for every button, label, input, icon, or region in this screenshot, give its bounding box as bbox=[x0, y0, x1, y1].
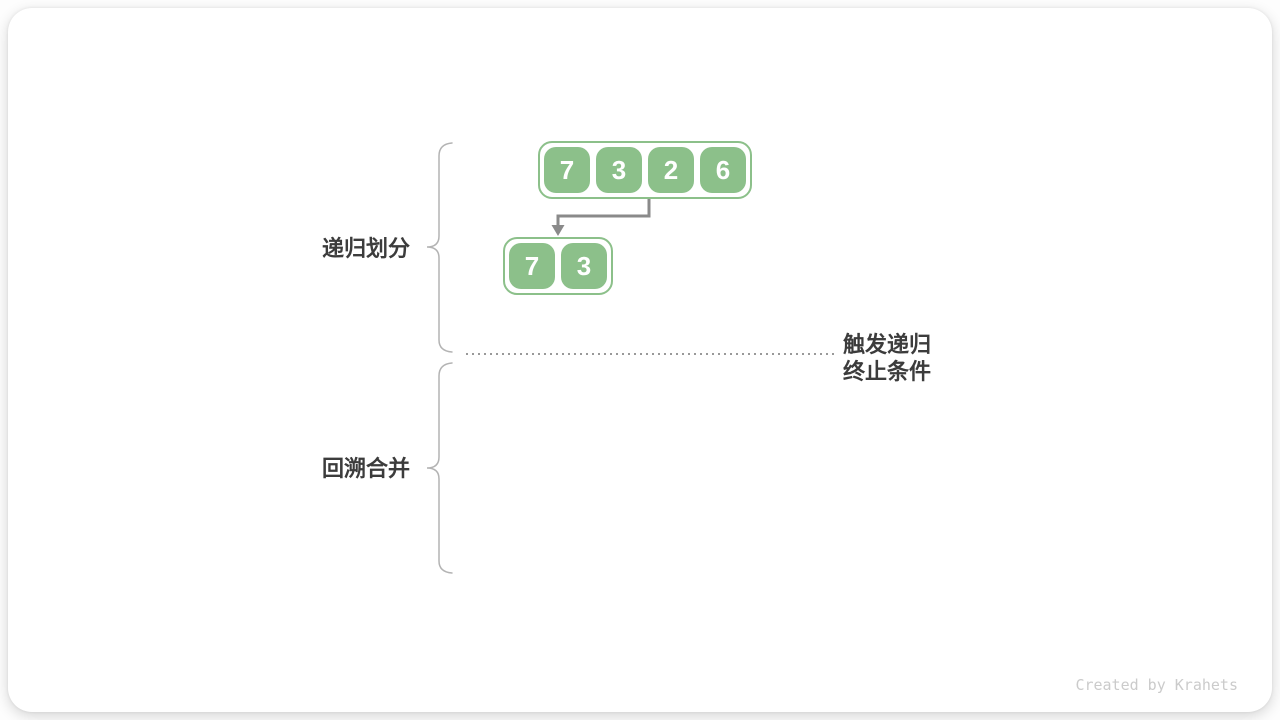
termination-boundary-line bbox=[466, 353, 834, 355]
array-cell: 3 bbox=[561, 243, 607, 289]
array-cell: 2 bbox=[648, 147, 694, 193]
array-cell: 3 bbox=[596, 147, 642, 193]
diagram-card bbox=[8, 8, 1272, 712]
phase-label-divide: 递归划分 bbox=[321, 236, 410, 261]
phase-label-merge: 回溯合并 bbox=[321, 456, 410, 481]
footer-credit: Created by Krahets bbox=[1075, 676, 1238, 694]
termination-note-line1: 触发递归 bbox=[843, 332, 932, 357]
divide-arrow-head-icon bbox=[551, 225, 565, 236]
brace-merge-phase bbox=[426, 362, 453, 574]
array-cell: 7 bbox=[509, 243, 555, 289]
array-cell: 7 bbox=[544, 147, 590, 193]
divide-arrow-line bbox=[556, 198, 651, 227]
termination-note-line2: 终止条件 bbox=[843, 359, 932, 384]
array-cell: 6 bbox=[700, 147, 746, 193]
array-level2: 7 3 bbox=[503, 237, 613, 295]
brace-divide-phase bbox=[426, 142, 453, 353]
termination-note: 触发递归 终止条件 bbox=[843, 331, 931, 385]
array-level1: 7 3 2 6 bbox=[538, 141, 752, 199]
